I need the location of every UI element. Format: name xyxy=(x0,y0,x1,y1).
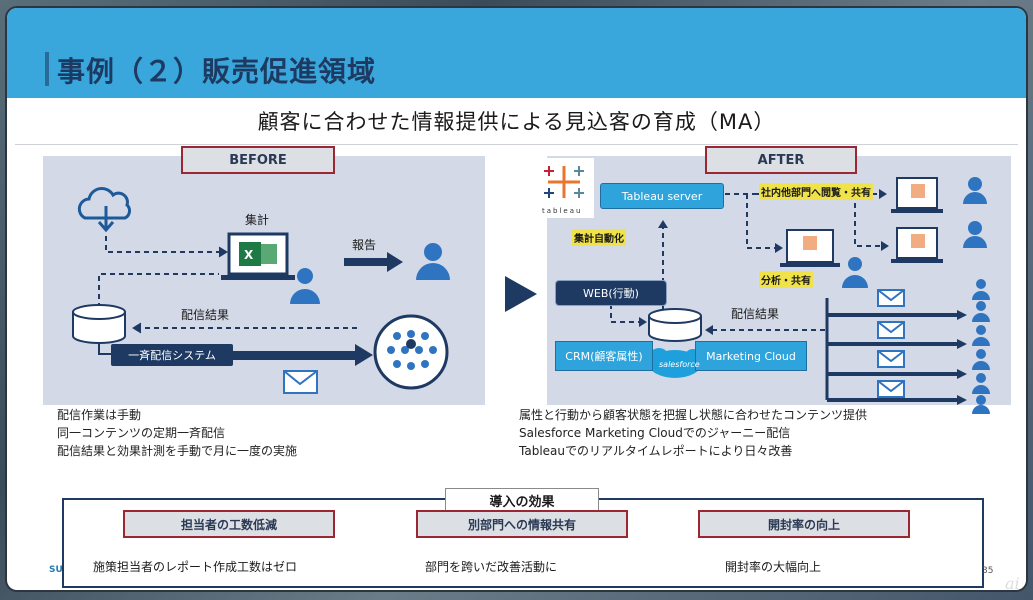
laptop-tableau-icon xyxy=(891,227,943,263)
effect-label: 担当者の工数低減 xyxy=(123,510,335,538)
laptop-tableau-icon xyxy=(780,229,840,267)
envelope-icon xyxy=(877,380,905,398)
slide-header xyxy=(7,8,1026,98)
aggregate-label: 集計 xyxy=(245,213,270,227)
marketing-cloud-box: Marketing Cloud xyxy=(695,341,807,371)
tableau-server-box: Tableau server xyxy=(600,183,724,209)
after-notes: 属性と行動から顧客状態を把握し状態に合わせたコンテンツ提供 Salesforce… xyxy=(519,406,867,460)
envelope-icon xyxy=(877,289,905,307)
effect-label: 開封率の向上 xyxy=(698,510,910,538)
effects-title: 導入の効果 xyxy=(445,488,599,512)
envelope-icon xyxy=(877,350,905,368)
laptop-tableau-icon xyxy=(891,177,943,213)
title-accent-bar xyxy=(45,52,49,86)
subtitle-divider xyxy=(15,144,1018,145)
before-diagram: X xyxy=(72,187,450,394)
person-icon xyxy=(963,177,987,204)
slide: 事例（２）販売促進領域 顧客に合わせた情報提供による見込客の育成（MA） BEF… xyxy=(7,8,1026,590)
laptop-excel-icon: X xyxy=(221,232,295,280)
salesforce-cloud-icon xyxy=(649,348,702,378)
crowd-icon xyxy=(373,314,449,390)
footer-mark: SU xyxy=(49,565,63,575)
before-result-label: 配信結果 xyxy=(181,308,230,322)
after-label: AFTER xyxy=(705,146,857,174)
person-icon xyxy=(963,221,987,248)
slide-title: 事例（２）販売促進領域 xyxy=(57,55,377,88)
before-label: BEFORE xyxy=(181,146,335,174)
envelope-icon xyxy=(283,370,318,394)
watermark-logo: ai xyxy=(1005,574,1020,593)
database-icon xyxy=(72,304,126,344)
transition-arrow-icon xyxy=(505,276,537,312)
envelope-icon xyxy=(877,321,905,339)
analysis-share-label: 分析・共有 xyxy=(759,271,813,288)
slide-subtitle: 顧客に合わせた情報提供による見込客の育成（MA） xyxy=(257,110,776,134)
after-note: 属性と行動から顧客状態を把握し状態に合わせたコンテンツ提供 xyxy=(519,408,868,422)
person-icon xyxy=(416,243,450,280)
effect-text: 開封率の大幅向上 xyxy=(725,560,822,574)
person-icon xyxy=(290,268,320,304)
after-result-label: 配信結果 xyxy=(731,307,780,321)
before-note: 配信作業は手動 xyxy=(57,408,142,422)
share-other-dept-label: 社内他部門へ閲覧・共有 xyxy=(759,183,873,200)
person-icon xyxy=(972,279,990,414)
before-note: 配信結果と効果計測を手動で月に一度の実施 xyxy=(57,444,298,458)
effect-text: 施策担当者のレポート作成工数はゼロ xyxy=(93,560,298,574)
auto-aggregate-label: 集計自動化 xyxy=(572,229,626,246)
before-notes: 配信作業は手動 同一コンテンツの定期一斉配信 配信結果と効果計測を手動で月に一度… xyxy=(57,406,297,460)
database-icon xyxy=(648,308,702,342)
after-note: Tableauでのリアルタイムレポートにより日々改善 xyxy=(519,444,793,458)
web-behavior-box: WEB(行動) xyxy=(555,280,667,306)
svg-text:X: X xyxy=(244,248,254,262)
crm-box: CRM(顧客属性) xyxy=(555,341,653,371)
report-label: 報告 xyxy=(352,238,377,252)
tableau-logo-text: tableau xyxy=(542,207,583,215)
page-number: 35 xyxy=(982,566,994,576)
cloud-download-icon xyxy=(77,187,131,233)
effect-label: 別部門への情報共有 xyxy=(416,510,628,538)
tableau-logo-icon xyxy=(534,158,594,218)
salesforce-label: salesforce xyxy=(659,360,700,369)
person-icon xyxy=(842,257,868,288)
after-diagram xyxy=(534,158,990,414)
effect-text: 部門を跨いだ改善活動に xyxy=(425,560,558,574)
after-note: Salesforce Marketing Cloudでのジャーニー配信 xyxy=(519,426,791,440)
bulk-send-system-box: 一斉配信システム xyxy=(111,344,233,366)
before-note: 同一コンテンツの定期一斉配信 xyxy=(57,426,226,440)
